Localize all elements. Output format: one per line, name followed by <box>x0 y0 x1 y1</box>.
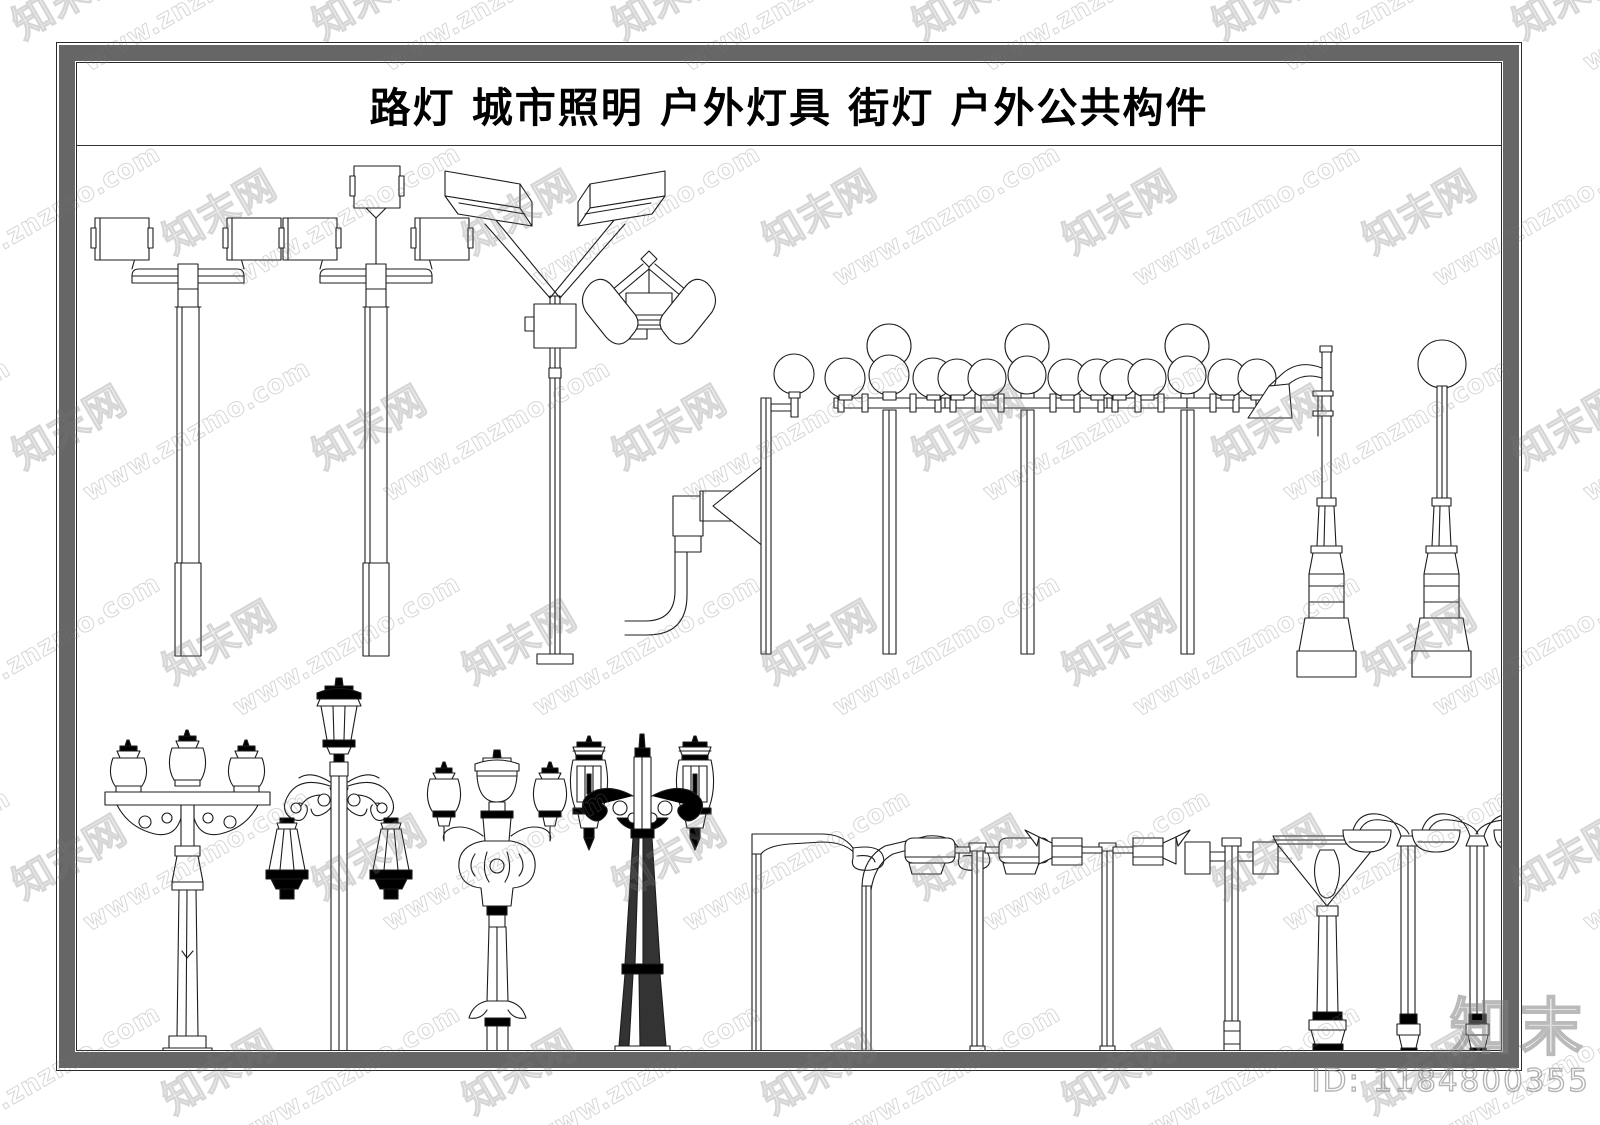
lamp-double-curved-garden <box>1411 813 1501 1050</box>
lamp-cone-uplight-post <box>1272 835 1382 1050</box>
drawing-sheet: 路灯 城市照明 户外灯具 街灯 户外公共构件 <box>56 42 1522 1071</box>
lamp-victorian-lantern-twin <box>569 733 715 1050</box>
lamp-triple-floodlight-high-mast <box>278 165 474 657</box>
page-title: 路灯 城市照明 户外灯具 街灯 户外公共构件 <box>369 84 1209 132</box>
lamp-twin-arm-area-light <box>444 170 666 665</box>
lamp-victorian-scroll-arm <box>265 677 413 1050</box>
lamp-gooseneck-bollard <box>1247 345 1357 678</box>
lamp-three-lamp-cluster-pendant <box>581 250 717 345</box>
lamp-single-curved-garden <box>1342 813 1421 1050</box>
lamp-wall-mounted-spotlight <box>624 460 770 636</box>
watermark-text-latin: www.znzmo.com <box>0 0 16 78</box>
watermark-text-latin: www.znzmo.com <box>0 353 16 509</box>
drawing-canvas <box>77 146 1501 1050</box>
lamp-twin-box-floodlight-pole <box>1184 837 1279 1050</box>
watermark-text-latin: www.znzmo.com <box>0 783 16 939</box>
frame-inner-border <box>76 62 1502 1051</box>
lamp-quad-floodlight-pole <box>1024 829 1191 1050</box>
lamp-six-globe-post <box>937 323 1117 655</box>
lamp-twin-head-road-light <box>904 837 1050 1050</box>
lamp-victorian-three-head <box>104 729 271 1050</box>
lamp-single-globe-post <box>760 353 815 655</box>
watermark-text-latin: www.znzmo.com <box>1578 0 1600 78</box>
lamp-double-floodlight-high-mast <box>90 217 286 657</box>
lamp-victorian-candelabra <box>426 749 568 1050</box>
lamp-eight-globe-post <box>1099 323 1277 655</box>
frame-outer-border <box>56 42 1522 1071</box>
title-bar: 路灯 城市照明 户外灯具 街灯 户外公共构件 <box>77 63 1501 146</box>
watermark-text-latin: www.znzmo.com <box>1578 353 1600 509</box>
cad-drawing-svg <box>90 165 1501 1050</box>
frame-gray-band <box>59 45 1519 1068</box>
lamp-classic-globe-bollard <box>1411 339 1472 678</box>
watermark-text-latin: www.znzmo.com <box>1578 783 1600 939</box>
lamp-four-globe-post <box>824 323 954 655</box>
